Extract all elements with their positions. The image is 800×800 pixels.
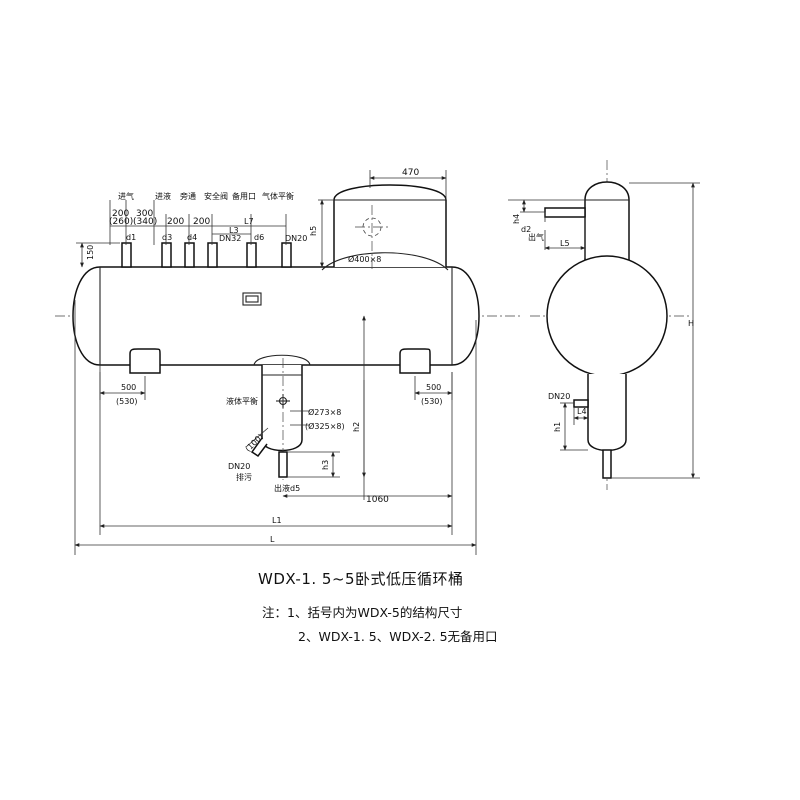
front-view: 进气 进液 旁通 安全阀 备用口 气体平衡 200 (260) 300 (340… (55, 168, 520, 555)
side-l4: L4 (577, 407, 587, 416)
dome-saddle (321, 252, 449, 271)
side-h1: h1 (553, 422, 562, 432)
side-dn20: DN20 (548, 392, 570, 401)
drain-label: 排污 (236, 472, 252, 482)
front-view-labels: 进气 进液 旁通 安全阀 备用口 气体平衡 200 (260) 300 (340… (86, 168, 443, 544)
dim-l: L (270, 535, 275, 544)
drawing-title: WDX-1. 5~5卧式低压循环桶 (258, 570, 464, 588)
code-d1: d1 (126, 233, 136, 242)
nozzle-d1 (121, 242, 132, 268)
label-spare-port: 备用口 (232, 191, 256, 201)
nozzle-d4 (184, 242, 195, 268)
dim-260: (260) (109, 217, 133, 227)
sump (250, 354, 311, 480)
side-view: h4 d2 出气 L5 DN20 h1 L4 H (508, 160, 700, 490)
label-bypass: 旁通 (180, 191, 196, 201)
support-right-530: (530) (421, 397, 443, 406)
drain-pipe (250, 437, 268, 458)
sump-liquid-balance: 液体平衡 (226, 396, 258, 406)
dim-h3: h3 (321, 460, 330, 470)
side-outlet-pipe (602, 449, 612, 479)
dim-300: 300 (136, 209, 153, 219)
sump-shell (261, 365, 303, 452)
code-d4: d4 (187, 233, 197, 242)
dim-l3: L3 (229, 226, 239, 235)
nozzle-d3 (161, 242, 172, 268)
note-2: 2、WDX-1. 5、WDX-2. 5无备用口 (298, 629, 498, 644)
note-1: 注：1、括号内为WDX-5的结构尺寸 (262, 605, 463, 620)
side-gas-out: 出气 (528, 232, 544, 242)
dim-200b: 200 (167, 217, 184, 227)
dim-h2: h2 (352, 422, 361, 432)
overall-dimensions (74, 300, 477, 555)
outlet-pipe-d5 (278, 451, 288, 478)
support-left-530: (530) (116, 397, 138, 406)
dim-470-text: 470 (402, 168, 419, 178)
side-dome (584, 181, 630, 262)
top-dimensions (109, 200, 287, 245)
side-dn20-pipe (573, 399, 589, 408)
dim-200c: 200 (193, 217, 210, 227)
support-left (129, 348, 161, 374)
nozzle-dn32 (207, 242, 218, 268)
top-nozzles (121, 242, 292, 268)
support-right (399, 348, 431, 374)
dim-l7: L7 (244, 217, 254, 226)
separator-dome (321, 184, 449, 271)
label-safety-valve: 安全阀 (204, 191, 228, 201)
code-d3: d3 (162, 233, 172, 242)
nozzle-dn20 (281, 242, 292, 268)
sump-d273: Ø273×8 (308, 407, 341, 417)
label-gas-balance: 气体平衡 (262, 191, 294, 201)
dim-150-text: 150 (86, 245, 95, 260)
code-d6: d6 (254, 233, 264, 242)
dome-shell (333, 184, 447, 267)
dim-1060: 1060 (366, 495, 389, 505)
side-l5: L5 (560, 239, 570, 248)
dim-470 (369, 170, 447, 200)
outlet-label: 出液d5 (274, 483, 300, 493)
label-inlet-gas: 进气 (118, 191, 134, 201)
side-h4: h4 (512, 214, 521, 224)
nozzle-d6 (246, 242, 257, 268)
dome-bolt-text: Ø400×8 (348, 254, 381, 264)
sump-saddle (253, 354, 311, 366)
dim-l1: L1 (272, 516, 282, 525)
dim-200a: 200 (112, 209, 129, 219)
side-d2: d2 (521, 225, 531, 234)
label-inlet-liquid: 进液 (155, 191, 171, 201)
drain-dn20: DN20 (228, 462, 250, 471)
code-dn32: DN32 (219, 234, 241, 243)
nameplate (242, 292, 262, 306)
side-sump (587, 374, 627, 452)
side-gas-outlet-pipe (544, 207, 586, 218)
support-left-500: 500 (121, 383, 136, 392)
support-right-500: 500 (426, 383, 441, 392)
dim-h5-text: h5 (309, 226, 318, 236)
dim-150 (76, 242, 120, 268)
code-dn20: DN20 (285, 234, 307, 243)
supports (129, 348, 431, 374)
side-vessel-circle (546, 255, 668, 377)
dim-h5 (318, 199, 334, 268)
sump-dimensions (245, 315, 453, 535)
sump-d325: (Ø325×8) (305, 421, 345, 431)
side-h: H (688, 319, 694, 328)
dim-340: (340) (133, 217, 157, 227)
nameplate-inner (245, 295, 259, 303)
